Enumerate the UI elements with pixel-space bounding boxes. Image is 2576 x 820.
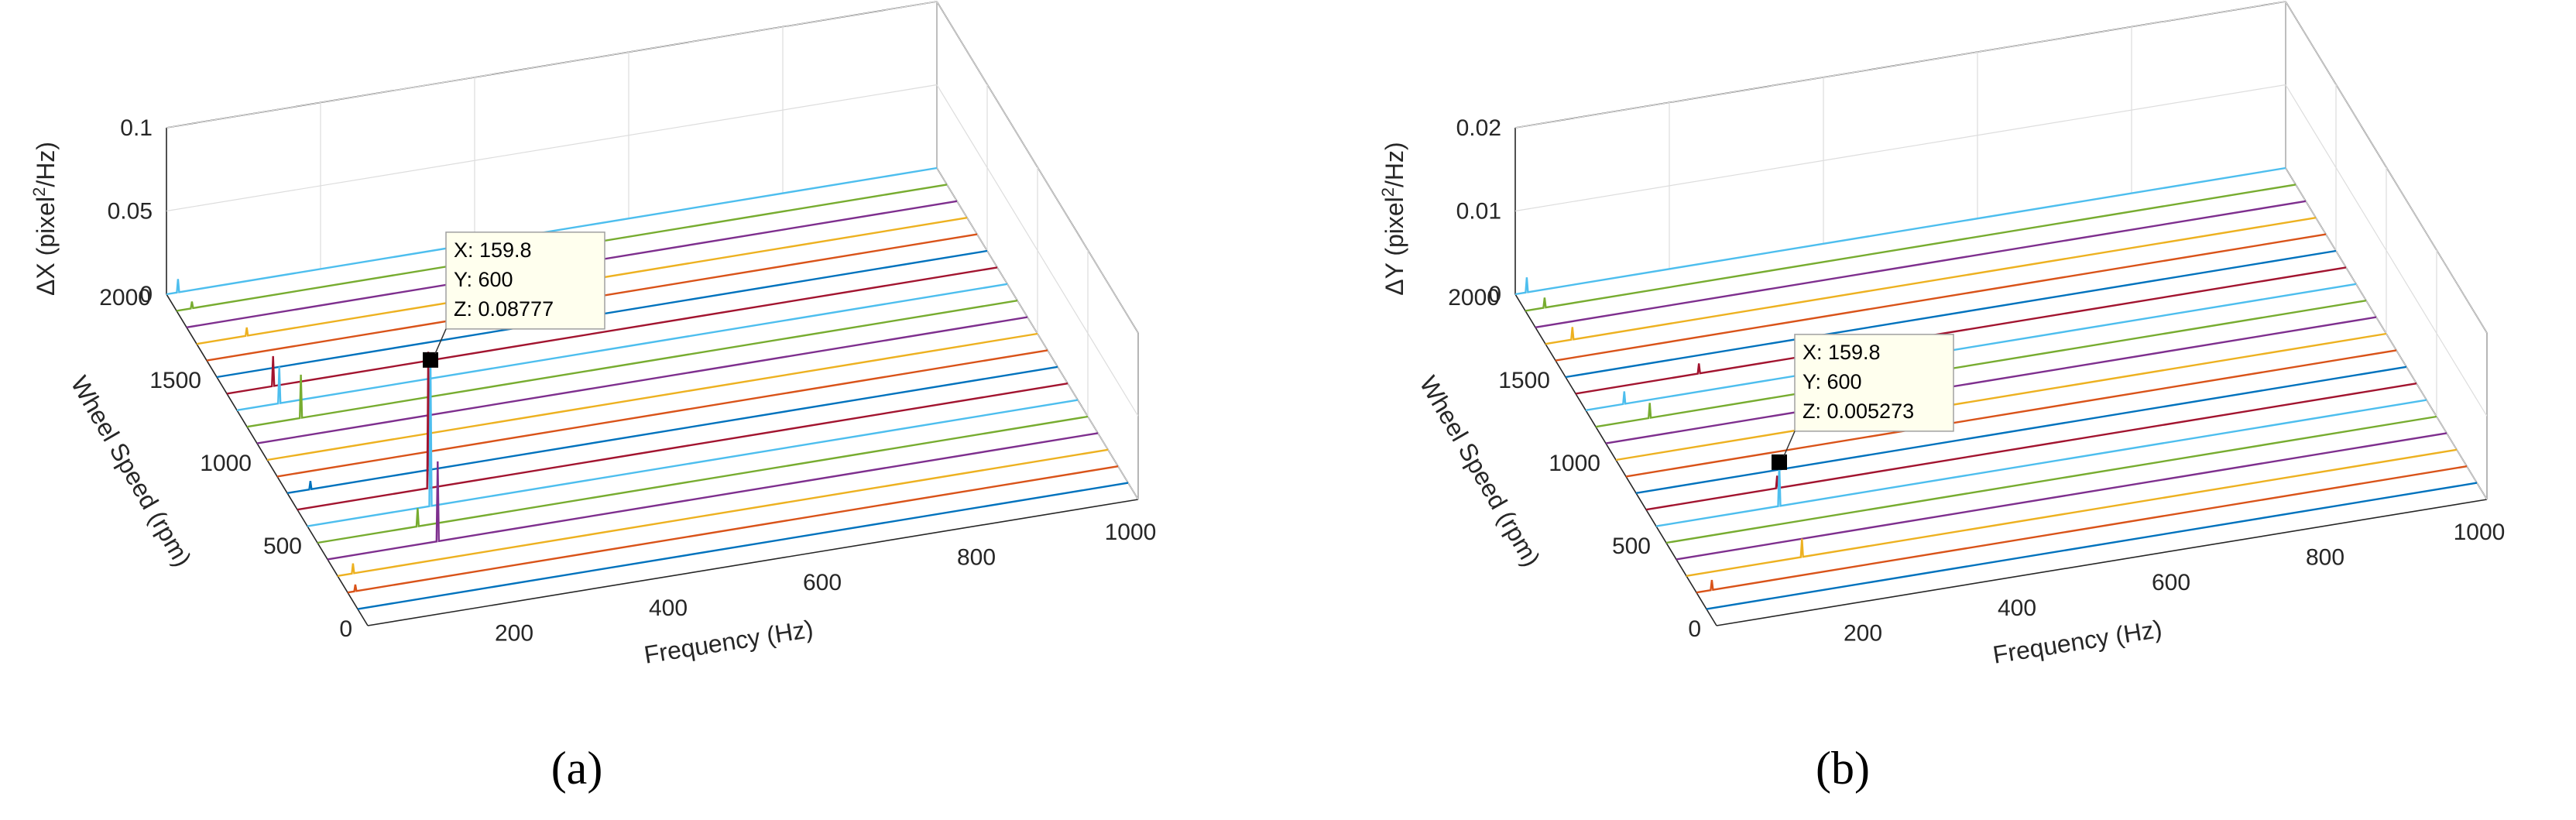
datatip-line-a: X: 159.8 (454, 238, 532, 262)
y-tick-label-a: 0 (339, 616, 352, 642)
series-line-700-a (297, 352, 1068, 511)
series-line-200-a (347, 465, 1119, 594)
series-line-1100-a (256, 316, 1028, 444)
y-tick-label-b: 1000 (1549, 451, 1600, 476)
series-line-1500-b (1565, 249, 2337, 379)
series-line-1900-b (1525, 184, 2296, 312)
series-line-1300-a (236, 283, 1008, 411)
y-tick-label-b: 500 (1612, 534, 1651, 559)
series-line-800-b (1635, 365, 2407, 494)
datatip-line-a: Y: 600 (454, 268, 513, 291)
datatip-connector-b (1783, 431, 1796, 457)
series-line-700-b (1645, 383, 2417, 511)
z-axis-label-sup-b: 2 (1378, 187, 1398, 197)
series-line-200-b (1696, 465, 2468, 594)
datatip-box-a[interactable] (445, 232, 605, 330)
z-tick-label-b: 0 (1488, 282, 1501, 307)
y-tick-label-a: 500 (263, 534, 302, 559)
datatip-line-b: Y: 600 (1803, 370, 1862, 393)
series-group-b (1514, 166, 2478, 610)
z-tick-label-b: 0.02 (1456, 115, 1501, 141)
datatip-box-b[interactable] (1794, 334, 1954, 432)
series-line-100-a (357, 482, 1129, 610)
z-axis-label-sup-a: 2 (29, 187, 49, 197)
x-tick-label-a: 600 (803, 570, 842, 595)
x-tick-label-a: 400 (649, 595, 688, 621)
z-tick-label-b: 0.01 (1456, 199, 1501, 225)
series-line-400-a (327, 432, 1099, 561)
ticks-b: 2004006008001000050010001500200000.010.0… (1448, 115, 2505, 646)
x-tick-label-b: 600 (2152, 570, 2190, 595)
z-axis-label-tail-b: /Hz) (1381, 142, 1408, 187)
z-tick-label-a: 0 (139, 282, 153, 307)
x-tick-label-a: 800 (957, 545, 996, 571)
y-tick-label-b: 0 (1688, 616, 1701, 642)
z-tick-label-a: 0.1 (120, 115, 153, 141)
z-axis-label-tail-a: /Hz) (32, 142, 60, 187)
x-tick-label-a: 200 (495, 620, 533, 646)
datatip-line-b: X: 159.8 (1803, 341, 1881, 364)
x-tick-label-b: 200 (1844, 620, 1882, 646)
y-tick-label-a: 2000 (99, 285, 151, 311)
datatip-connector-a (434, 328, 447, 355)
y-tick-label-a: 1000 (200, 451, 252, 476)
datatip-b[interactable]: X: 159.8 Y: 600 Z: 0.005273 (1772, 334, 1954, 470)
edge-front-bottom-a (367, 499, 1139, 626)
datatip-a[interactable]: X: 159.8 Y: 600 Z: 0.08777 (423, 232, 605, 368)
z-axis-label-base-b: ΔY (pixel (1381, 197, 1408, 296)
x-tick-label-b: 1000 (2454, 520, 2506, 545)
datatip-marker-b[interactable] (1772, 454, 1788, 470)
series-line-1000-b (1615, 332, 2387, 461)
series-line-400-b (1676, 432, 2447, 561)
series-line-1200-a (246, 300, 1018, 428)
x-tick-label-a: 1000 (1105, 520, 1157, 545)
datatip-line-b: Z: 0.005273 (1803, 400, 1914, 423)
z-tick-label-a: 0.05 (108, 199, 153, 225)
series-line-900-a (276, 349, 1048, 478)
grid-line-z-a (166, 84, 938, 212)
caption-a: (a) (551, 743, 603, 794)
grid-line-z-b (1514, 1, 2286, 129)
y-tick-label-b: 2000 (1448, 285, 1500, 311)
series-line-1900-a (176, 184, 948, 312)
caption-b: (b) (1816, 743, 1870, 794)
x-tick-label-b: 400 (1998, 595, 2036, 621)
y-tick-label-b: 1500 (1498, 368, 1550, 393)
series-line-900-b (1625, 349, 2397, 478)
series-line-800-a (286, 365, 1058, 494)
series-line-1400-a (226, 266, 998, 395)
datatip-marker-a[interactable] (423, 352, 439, 368)
series-line-1600-b (1555, 233, 2327, 362)
series-line-2000-b (1514, 166, 2286, 296)
series-line-500-a (317, 415, 1089, 544)
y-tick-label-a: 1500 (149, 368, 201, 393)
x-tick-label-b: 800 (2306, 545, 2344, 571)
series-line-500-b (1665, 415, 2437, 544)
grid-line-z-b (1514, 84, 2286, 212)
edge-front-bottom-b (1716, 499, 2488, 626)
datatip-line-a: Z: 0.08777 (454, 297, 554, 321)
series-line-100-b (1706, 482, 2478, 610)
grid-line-z-a (166, 1, 938, 129)
series-line-1000-a (266, 332, 1038, 461)
series-line-2000-a (166, 166, 938, 296)
z-axis-label-base-a: ΔX (pixel (32, 197, 60, 296)
series-line-1800-b (1535, 200, 2307, 328)
series-line-300-b (1686, 448, 2458, 577)
z-axis-label-a: ΔX (pixel2/Hz) (29, 142, 60, 296)
z-axis-label-b: ΔY (pixel2/Hz) (1378, 142, 1408, 295)
series-line-1700-b (1545, 217, 2317, 345)
series-line-1100-b (1605, 316, 2377, 444)
series-line-300-a (337, 448, 1109, 577)
series-group-a (166, 166, 1129, 610)
